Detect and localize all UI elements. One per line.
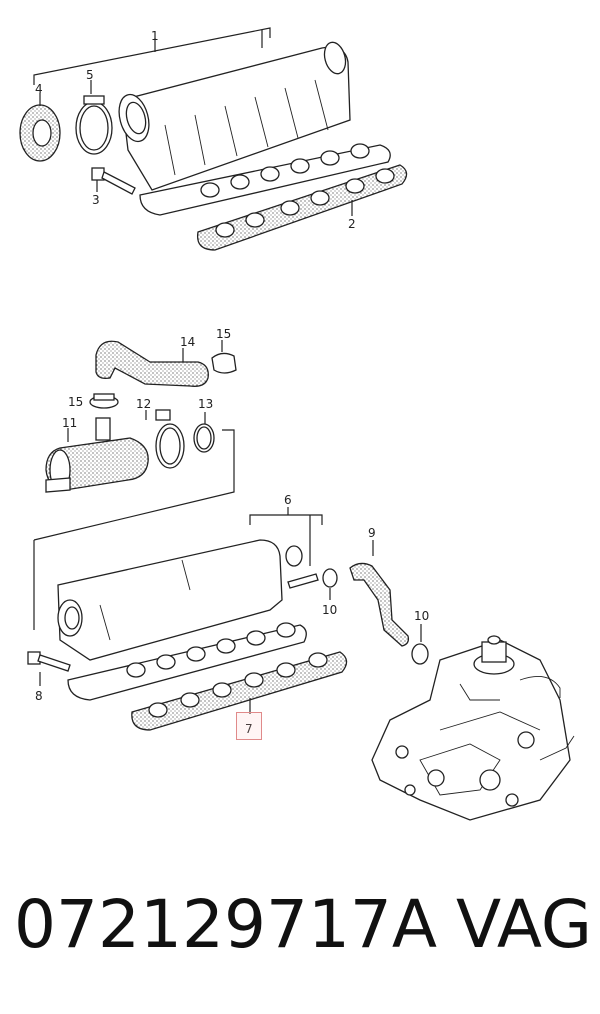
cap-6: [285, 545, 303, 567]
throttle-flap: [19, 93, 61, 162]
callout-15-middle: 15: [68, 395, 83, 409]
seal-ring-13: [193, 412, 215, 453]
sensor-12: [145, 409, 171, 421]
intake-manifold-lower-group: 6 7 8 9 10 10: [27, 493, 575, 821]
callout-1: 1: [151, 29, 159, 43]
callout-10-left: 10: [322, 603, 337, 617]
callout-14: 14: [180, 335, 195, 349]
injection-pump: [371, 635, 575, 821]
clamp-10-right: [411, 624, 429, 665]
callout-15-top: 15: [216, 327, 231, 341]
brand-name: VAG: [456, 886, 593, 963]
callout-9: 9: [368, 526, 376, 540]
pressure-valve: [45, 417, 149, 493]
callout-8: 8: [35, 689, 43, 703]
callout-12: 12: [136, 397, 151, 411]
intake-manifold-upper: [118, 41, 391, 216]
intake-manifold-lower: [57, 539, 307, 701]
highlighted-callout-box: [236, 712, 262, 740]
callout-2: 2: [348, 217, 356, 231]
callout-10-right: 10: [414, 609, 429, 623]
intake-manifold-upper-group: 1 2 3 4 5: [19, 27, 408, 251]
part-number: 072129717A: [14, 886, 438, 963]
bolt-lower: [27, 651, 71, 686]
exploded-parts-diagram: 1 2 3 4 5: [19, 27, 575, 821]
manifold-gasket-upper: [196, 164, 408, 251]
callout-5: 5: [86, 68, 94, 82]
callout-13: 13: [198, 397, 213, 411]
hose-clamp-upper: [75, 80, 113, 155]
breather-hose-group: 14 15 15 11 12 13: [33, 327, 237, 541]
bolt-upper: [91, 167, 136, 195]
callout-11: 11: [62, 416, 77, 430]
callout-6: 6: [284, 493, 292, 507]
callout-7: 7: [245, 722, 253, 736]
manifold-gasket-lower: [131, 651, 348, 731]
callout-3: 3: [92, 193, 100, 207]
hose-clamp-middle: [155, 423, 185, 469]
pin-6: [287, 573, 319, 589]
clamp-15-top: [211, 340, 237, 374]
clamp-10-left: [322, 568, 338, 600]
callout-4: 4: [35, 82, 43, 96]
vacuum-hose: [349, 540, 410, 647]
clamp-15-middle: [89, 393, 119, 409]
